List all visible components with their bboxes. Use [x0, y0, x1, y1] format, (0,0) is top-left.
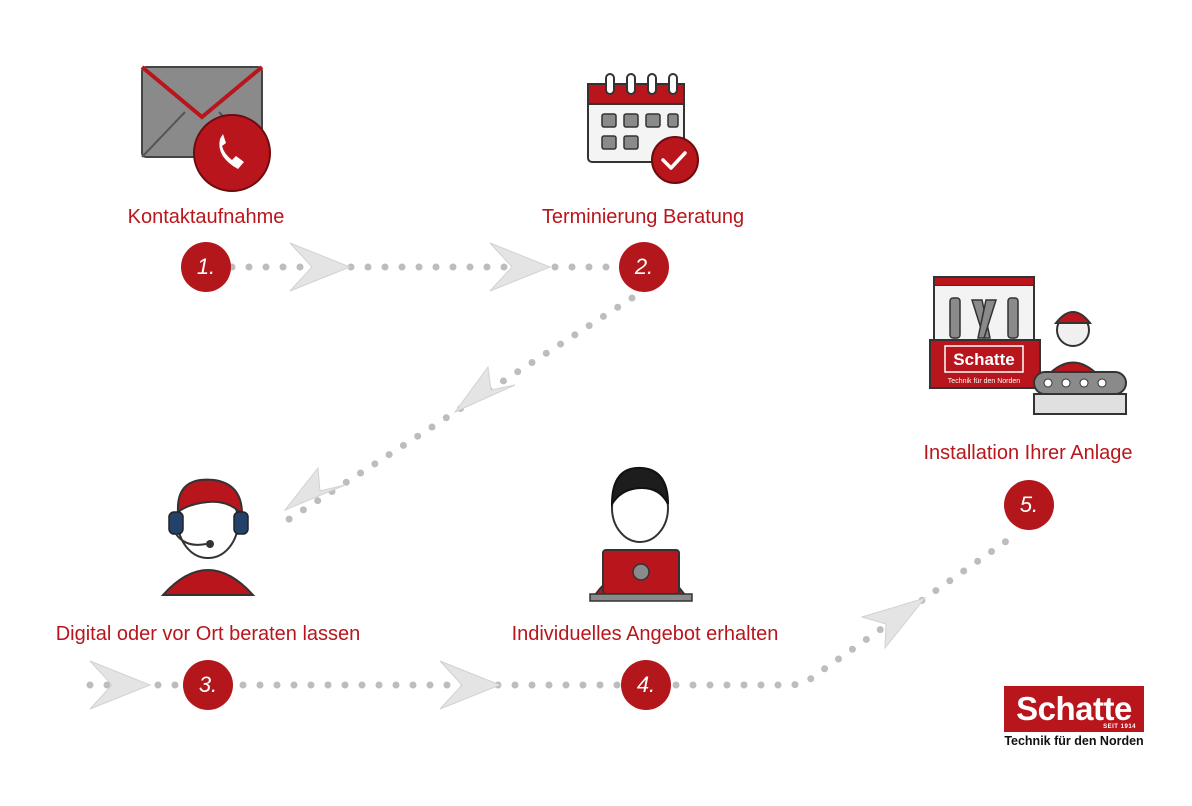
arrow-6 — [439, 660, 502, 710]
step-4-label: Individuelles Angebot erhalten — [511, 623, 779, 645]
laptop-user-icon — [589, 466, 693, 602]
arrow-7 — [860, 597, 927, 650]
logo-since: SEIT 1914 — [1103, 724, 1136, 730]
headset-agent-icon — [160, 478, 256, 596]
step-4-badge: 4. — [621, 660, 671, 710]
logo-box: Schatte SEIT 1914 — [1004, 686, 1144, 732]
step-3-label: Digital oder vor Ort beraten lassen — [55, 623, 361, 645]
step-2-badge: 2. — [619, 242, 669, 292]
logo-tagline: Technik für den Norden — [1004, 734, 1144, 748]
arrow-5 — [89, 660, 152, 710]
step-5-badge: 5. — [1004, 480, 1054, 530]
logo-name: Schatte — [1016, 690, 1132, 727]
step-1-badge: 1. — [181, 242, 231, 292]
connector-dots — [86, 263, 1019, 689]
toolbox-logo-text: Schatte — [953, 350, 1014, 369]
toolbox-worker-icon: Schatte Technik für den Norden — [929, 276, 1127, 415]
arrow-2 — [489, 242, 552, 292]
arrow-3 — [453, 365, 516, 414]
step-1-label: Kontaktaufnahme — [127, 206, 285, 228]
arrow-4 — [283, 466, 346, 512]
envelope-phone-icon — [140, 65, 271, 192]
step-2-label: Terminierung Beratung — [541, 206, 745, 228]
connector-arrows — [89, 242, 927, 710]
toolbox-tagline-text: Technik für den Norden — [948, 378, 1020, 385]
schatte-logo: Schatte SEIT 1914 Technik für den Norden — [1004, 686, 1144, 748]
calendar-check-icon — [587, 73, 699, 184]
step-5-label: Installation Ihrer Anlage — [923, 442, 1133, 464]
step-3-badge: 3. — [183, 660, 233, 710]
arrow-1 — [289, 242, 352, 292]
